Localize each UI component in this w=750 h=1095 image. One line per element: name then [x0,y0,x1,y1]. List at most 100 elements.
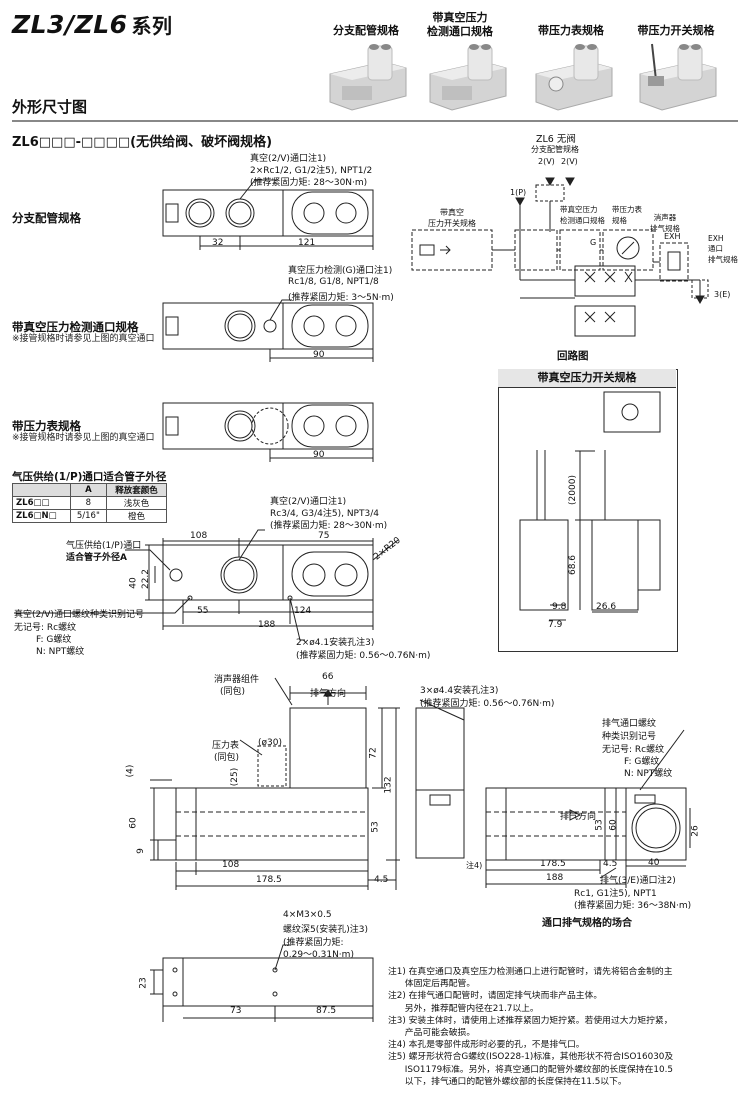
exh-dim-53: 53 [594,819,605,831]
bottom-exhaust-direction: 排气方向 [310,689,347,699]
vacport-dim-90: 90 [313,350,325,360]
product-photo-vacuum-port [429,44,507,111]
exh-dim-40: 40 [648,858,660,868]
vacport-callout-thread: Rc1/8, G1/8, NPT1/8 [288,277,379,287]
circuit-exh-label: EXH [664,232,681,241]
note-line: 注5) 螺牙形状符合G螺纹(ISO228-1)标准，其他形状不符合ISO1603… [388,1052,674,1063]
switch-dim-266: 26.6 [596,602,617,612]
section-title: 外形尺寸图 [12,98,88,116]
bottom-dim-30: (ø30) [258,738,282,748]
exh-dim-45: 4.5 [603,859,618,869]
silencer-outline [289,707,367,789]
main-callout-vac-torque: (推荐紧固力矩: 28～30N·m) [270,521,388,531]
note-line: 注2) 在排气通口配管时，请固定排气块而非产品主体。 [388,991,603,1002]
branch-dim-121: 121 [298,238,316,248]
exh-port-thread: Rc1, G1注5), NPT1 [574,889,657,899]
note-line: 注3) 安装主体时，请使用上述推荐紧固力矩拧紧。若使用过大力矩拧紧， [388,1015,673,1026]
underside-dim-73: 73 [230,1006,242,1016]
underside-dim-23: 23 [138,977,149,989]
main-dim-75: 75 [318,531,330,541]
main-callout-mount-hole: 2×ø4.1安装孔注3) [296,638,375,648]
underside-screw-spec: 4×M3×0.5 [283,910,332,920]
switch-dim-686: 68.6 [568,554,579,576]
note-line: 体固定后再配管。 [388,979,476,990]
exh-thread-id-title-1: 排气通口螺纹 [602,719,657,729]
exh-direction: 排气方向 [560,812,597,822]
circuit-gauge-label: 带压力表 规格 [612,205,642,225]
circuit-title: ZL6 无阀 [536,134,576,145]
product-photo-switch [639,43,717,111]
note-line: 另外，推荐配管内径在21.7以上。 [388,1003,539,1014]
bottom-dim-45: 4.5 [374,875,389,885]
switch-spec-title: 带真空压力开关规格 [498,369,676,388]
branch-body-outline [162,189,374,237]
tube-table-header-cell: A [69,483,108,497]
exh-port-label: 排气(3/E)通口注2) [600,876,676,886]
exh-dim-1785: 178.5 [540,859,566,869]
exh-caption: 通口排气规格的场合 [542,918,632,929]
circuit-v-label-left: 2(V) [538,157,555,166]
main-dim-124: 124 [294,606,312,616]
main-dim-40: 40 [128,577,139,589]
main-callout-air-tube: 适合管子外径A [66,553,127,563]
tube-table-title: 气压供给(1/P)通口适合管子外径 [12,471,167,483]
underside-body-outline [162,957,374,1007]
tube-table: A 释放套颜色 ZL6□□ 8 浅灰色 ZL6□N□ 5/16" 橙色 [12,483,167,523]
circuit-caption: 回路图 [557,350,589,362]
branch-callout-thread: 2×Rc1/2, G1/2注5), NPT1/2 [250,166,373,176]
row-label-gauge: 带压力表规格 [12,419,81,433]
table-row: ZL6□N□ 5/16" 橙色 [12,509,167,523]
product-photo-branch [329,44,407,111]
switch-dim-2000: (2000) [567,475,578,505]
photo-label-switch: 带压力开关规格 [637,24,715,37]
main-body-outline [162,544,374,601]
gauge-body-outline [162,402,374,450]
circuit-v-label-right: 2(V) [561,157,578,166]
side-mount-torque: (推荐紧固力矩: 0.56～0.76N·m) [420,699,555,709]
underside-screw-depth: 螺纹深5(安装孔)注3) [283,925,368,935]
row-note-gauge: ※接管规格时请参见上图的真空通口 [12,433,155,443]
circuit-e-label: 3(E) [714,290,731,299]
main-thread-id-rc: 无记号: Rc螺纹 [14,623,77,633]
switch-dim-79: 7.9 [548,620,563,630]
vacuum-port-body-outline [162,302,374,350]
tube-table-header-cell [12,483,71,497]
exh-thread-id-npt: N: NPT螺纹 [624,769,673,779]
switch-spec-box [498,369,678,652]
note-line: 产品可能会破损。 [388,1028,476,1039]
silencer-label: 消声器组件 [214,675,260,685]
bottom-dim-72: 72 [368,747,379,759]
tube-table-header-cell: 释放套颜色 [106,483,167,497]
note-line: ISO1179标准。另外，将真空通口的配管外螺纹部的长度保持在10.5 [388,1064,673,1075]
bottom-dim-132: 132 [383,776,394,794]
exh-dim-26: 26 [690,825,701,837]
circuit-p-label: 1(P) [510,188,527,197]
note-line: 以下，排气通口的配管外螺纹部的长度保持在11.5以下。 [388,1076,627,1087]
main-dim-22: 22.2 [141,568,152,590]
photo-label-vacuum-port: 带真空压力 检测通口规格 [427,11,493,38]
model-line: ZL6□□□-□□□□(无供给阀、破坏阀规格) [12,135,273,150]
main-callout-air-port: 气压供给(1/P)通口 [66,541,142,551]
underside-torque-value: 0.29～0.31N·m) [283,950,354,960]
circuit-switch-label: 带真空 压力开关规格 [428,208,476,228]
exh-dim-60: 60 [608,819,619,831]
bottom-dim-9: 9 [135,848,146,854]
row-note-vacuum-port: ※接管规格时请参见上图的真空通口 [12,334,155,344]
bottom-dim-66: 66 [322,672,334,682]
circuit-branch-label: 分支配管规格 [531,145,579,154]
section-divider [12,120,738,122]
main-callout-vac-port: 真空(2/V)通口注1) [270,497,347,507]
exh-thread-id-g: F: G螺纹 [624,757,660,767]
photo-label-branch: 分支配管规格 [333,24,399,37]
side-note-4: 注4) [466,861,483,870]
gauge-included: (同包) [214,753,240,763]
series-suffix: 系列 [131,14,173,38]
silencer-included: (同包) [220,687,246,697]
main-dim-188: 188 [258,620,276,630]
bottom-dim-4: (4) [125,764,136,778]
main-dim-108: 108 [190,531,208,541]
circuit-silencer-label: 消声器 排气规格 [650,213,680,233]
tube-table-header: A 释放套颜色 [12,483,167,497]
switch-dim-98: 9.8 [552,602,567,612]
